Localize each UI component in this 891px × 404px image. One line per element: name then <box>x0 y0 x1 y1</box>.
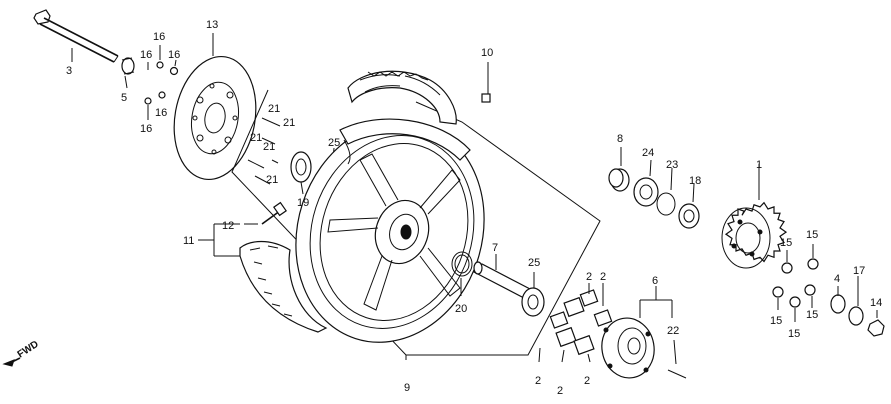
label-21d: 21 <box>263 141 275 153</box>
label-22: 22 <box>667 325 679 337</box>
label-17: 17 <box>853 265 865 277</box>
tire-valve <box>244 201 287 225</box>
label-6: 6 <box>652 275 658 287</box>
label-5: 5 <box>121 92 127 104</box>
label-25b: 25 <box>528 257 540 269</box>
flange-collar <box>608 147 630 192</box>
label-8: 8 <box>617 133 623 145</box>
forward-arrow-icon <box>2 357 21 367</box>
label-2b: 2 <box>600 271 606 283</box>
label-24: 24 <box>642 147 654 159</box>
label-9: 9 <box>404 382 410 394</box>
label-12: 12 <box>222 220 234 232</box>
cotter-pin <box>667 339 687 379</box>
label-16d: 16 <box>155 107 167 119</box>
final-driven-sprocket <box>721 164 788 269</box>
distance-collar <box>472 254 534 299</box>
damper-rubbers <box>538 283 613 363</box>
label-11: 11 <box>183 235 194 247</box>
o-ring <box>451 251 473 296</box>
brake-disc <box>173 33 257 181</box>
label-23: 23 <box>666 159 678 171</box>
label-15e: 15 <box>806 309 818 321</box>
label-10: 10 <box>481 47 493 59</box>
balance-weights <box>247 117 281 185</box>
label-16a: 16 <box>153 31 165 43</box>
label-16e: 16 <box>140 123 152 135</box>
label-14: 14 <box>870 297 882 309</box>
label-2d: 2 <box>557 385 563 397</box>
label-1: 1 <box>756 159 762 171</box>
label-21b: 21 <box>283 117 295 129</box>
label-21a: 21 <box>268 103 280 115</box>
oil-seal <box>678 183 700 229</box>
label-16c: 16 <box>168 49 180 61</box>
label-19: 19 <box>297 197 309 209</box>
label-18: 18 <box>689 175 701 187</box>
label-15c: 15 <box>770 315 782 327</box>
label-25a: 25 <box>328 137 340 149</box>
right-bearing <box>521 272 545 317</box>
label-16b: 16 <box>140 49 152 61</box>
label-2c: 2 <box>535 375 541 387</box>
label-3: 3 <box>66 65 72 77</box>
oil-seal-ring <box>656 167 676 216</box>
label-21c: 21 <box>250 132 262 144</box>
label-15a: 15 <box>780 237 792 249</box>
label-7: 7 <box>492 242 498 254</box>
label-2e: 2 <box>584 375 590 387</box>
fwd-label: FWD <box>16 339 41 361</box>
driven-flange <box>601 286 673 379</box>
label-2a: 2 <box>586 271 592 283</box>
label-20: 20 <box>455 303 467 315</box>
axle-collar <box>121 57 135 89</box>
sprocket-fasteners <box>772 244 885 337</box>
label-4: 4 <box>834 273 840 285</box>
cast-wheel <box>295 118 485 343</box>
label-15d: 15 <box>788 328 800 340</box>
label-13: 13 <box>206 19 218 31</box>
disc-bolts <box>144 45 179 120</box>
axle <box>33 9 119 63</box>
small-clip <box>481 62 491 103</box>
tire-bottom <box>198 223 328 333</box>
label-15b: 15 <box>806 229 818 241</box>
flange-bearing <box>633 159 659 207</box>
wheel-assembly-outline <box>231 89 601 356</box>
tire-top <box>347 70 457 125</box>
left-bearing <box>290 151 312 195</box>
label-21e: 21 <box>266 174 278 186</box>
